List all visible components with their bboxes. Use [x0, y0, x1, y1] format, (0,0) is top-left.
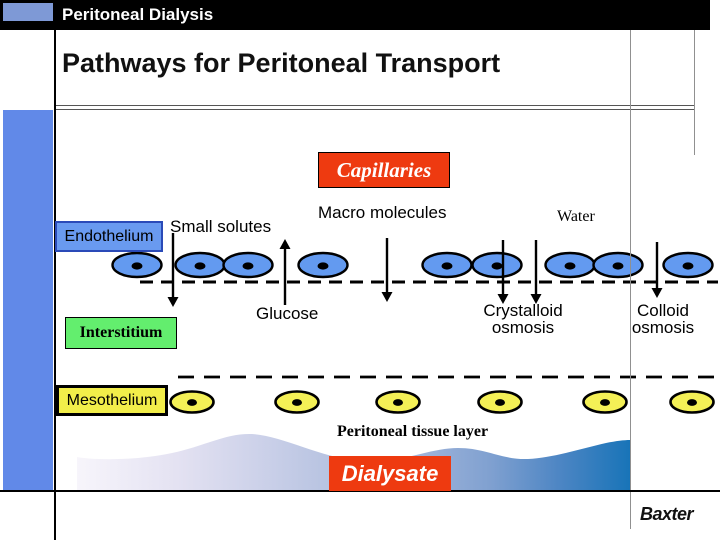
transport-arrows: [167, 233, 663, 307]
water-label: Water: [557, 208, 595, 225]
crystalloid-osmosis-label: Crystalloid osmosis: [483, 301, 563, 337]
mesothelium-box: Mesothelium: [56, 385, 168, 416]
colloid-osmosis-label: Colloid osmosis: [631, 301, 695, 337]
left-accent-bar: [3, 110, 53, 490]
slide-title: Pathways for Peritoneal Transport: [62, 48, 501, 78]
crystalloid-arrow-2-head: [530, 294, 542, 304]
header-corner-chip: [3, 3, 53, 21]
cell-nucleus: [682, 262, 694, 270]
capillaries-label: Capillaries: [336, 157, 432, 182]
endothelial-cell-row: [111, 251, 714, 279]
macro-molecules-arrow-head: [381, 292, 393, 302]
dialysate-label: Dialysate: [341, 460, 439, 486]
cell-nucleus: [393, 399, 403, 406]
cell-nucleus: [131, 262, 143, 270]
peritoneal-tissue-layer-label: Peritoneal tissue layer: [337, 423, 489, 440]
right-frame-line-outer: [694, 30, 695, 155]
title-underline-bottom: [55, 109, 694, 110]
glucose-label: Glucose: [256, 304, 319, 323]
cell-nucleus: [491, 262, 503, 270]
macro-molecules-label: Macro molecules: [318, 203, 447, 222]
header-bar-title: Peritoneal Dialysis: [62, 5, 214, 24]
dialysate-box: Dialysate: [329, 456, 451, 491]
interstitium-box: Interstitium: [65, 317, 177, 349]
cell-nucleus: [612, 262, 624, 270]
right-frame-line-inner: [630, 30, 631, 529]
baxter-logo: Baxter: [640, 504, 694, 524]
left-frame-line: [54, 30, 56, 540]
small-solutes-label: Small solutes: [170, 217, 272, 236]
cell-nucleus: [600, 399, 610, 406]
cell-nucleus: [441, 262, 453, 270]
colloid-arrow-head: [651, 288, 663, 298]
capillaries-box: Capillaries: [318, 152, 450, 188]
small-solutes-arrow-head: [167, 297, 179, 307]
cell-nucleus: [687, 399, 697, 406]
header-bar: [0, 0, 710, 30]
title-underline-top: [55, 105, 694, 106]
cell-nucleus: [187, 399, 197, 406]
glucose-arrow-head: [279, 239, 291, 249]
cell-nucleus: [495, 399, 505, 406]
cell-nucleus: [317, 262, 329, 270]
cell-nucleus: [194, 262, 206, 270]
mesothelial-cell-row: [169, 390, 715, 414]
endothelium-box: Endothelium: [55, 221, 163, 252]
endothelium-label: Endothelium: [64, 227, 154, 245]
crystalloid-arrow-1-head: [497, 294, 509, 304]
cell-nucleus: [564, 262, 576, 270]
cell-nucleus: [242, 262, 254, 270]
cell-nucleus: [292, 399, 302, 406]
mesothelium-label: Mesothelium: [66, 391, 158, 409]
bottom-frame-line: [0, 490, 720, 492]
interstitium-label: Interstitium: [79, 324, 163, 341]
